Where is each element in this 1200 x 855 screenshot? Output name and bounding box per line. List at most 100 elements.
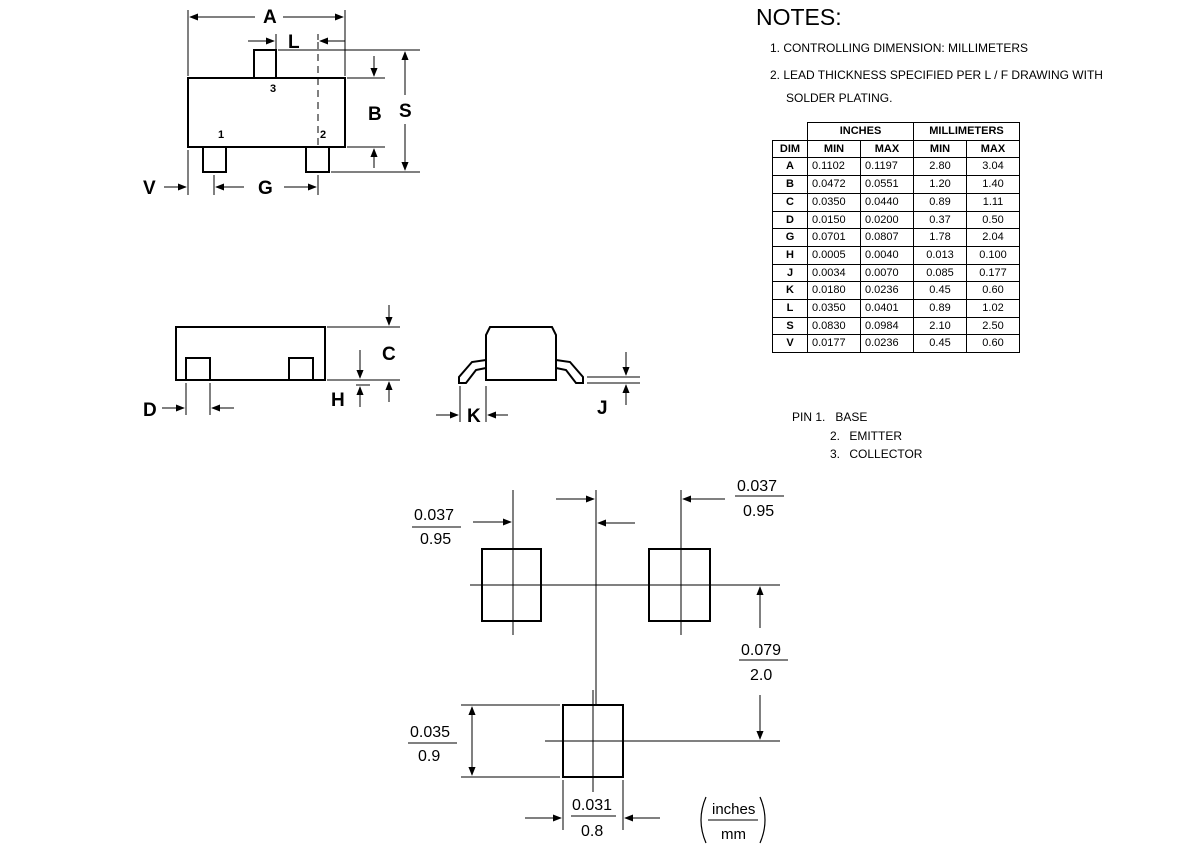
dim-cell: L [772, 299, 808, 318]
label-J: J [597, 398, 608, 419]
pad-width-inches: 0.037 [414, 507, 454, 524]
value-cell: 2.10 [913, 316, 967, 336]
value-cell: 0.0472 [807, 175, 861, 194]
top-view [164, 10, 420, 195]
note-2-continued: SOLDER PLATING. [786, 91, 893, 105]
value-cell: 0.0150 [807, 210, 861, 230]
notes-title: NOTES: [756, 4, 842, 30]
value-cell: 0.89 [913, 192, 967, 212]
pad-width-mm: 0.95 [420, 531, 451, 548]
value-cell: 0.0440 [860, 192, 914, 212]
pad-pitch-inches: 0.037 [737, 478, 777, 495]
dim-cell: A [772, 157, 808, 177]
table-column-header-row: DIM MIN MAX MIN MAX [772, 139, 1020, 159]
pin-label-1: 1 [218, 129, 224, 141]
units-key-bottom: mm [721, 826, 746, 843]
label-H: H [331, 390, 345, 411]
label-C: C [382, 344, 396, 365]
value-cell: 0.0040 [860, 245, 914, 265]
value-cell: 0.0701 [807, 228, 861, 247]
value-cell: 1.78 [913, 228, 967, 247]
pad-pitch-mm: 0.95 [743, 503, 774, 520]
pad-bottom-mm: 0.8 [581, 823, 603, 840]
dim-cell: H [772, 245, 808, 265]
col-header-dim: DIM [772, 139, 808, 159]
pin-list: PIN 1. BASE 2. EMITTER 3. COLLECTOR [792, 408, 922, 464]
value-cell: 0.177 [966, 263, 1020, 283]
dim-cell: C [772, 192, 808, 212]
pin-list-item: 2. EMITTER [829, 428, 903, 443]
value-cell: 0.50 [966, 210, 1020, 230]
group-header-inches: INCHES [807, 122, 914, 141]
value-cell: 0.0177 [807, 334, 861, 354]
lead-1 [202, 146, 227, 173]
side-body [175, 326, 326, 381]
value-cell: 0.0005 [807, 245, 861, 265]
col-header-mm-min: MIN [913, 139, 967, 159]
value-cell: 0.0236 [860, 281, 914, 301]
col-header-in-min: MIN [807, 139, 861, 159]
value-cell: 3.04 [966, 157, 1020, 177]
value-cell: 2.80 [913, 157, 967, 177]
value-cell: 0.0807 [860, 228, 914, 247]
pin-list-item: PIN 1. BASE [792, 410, 868, 424]
dimension-table: INCHES MILLIMETERS DIM MIN MAX MIN MAX A… [772, 122, 1020, 354]
lead-2 [305, 146, 330, 173]
row-spacing-mm: 2.0 [750, 667, 772, 684]
value-cell: 0.100 [966, 245, 1020, 265]
table-group-header-row: INCHES MILLIMETERS [772, 122, 1020, 141]
value-cell: 0.1102 [807, 157, 861, 177]
units-key-top: inches [712, 801, 755, 818]
value-cell: 0.0830 [807, 316, 861, 336]
col-header-mm-max: MAX [966, 139, 1020, 159]
dim-cell: V [772, 334, 808, 354]
pin-label-2: 2 [320, 129, 326, 141]
dim-cell: J [772, 263, 808, 283]
row-spacing-inches: 0.079 [741, 642, 781, 659]
value-cell: 0.0551 [860, 175, 914, 194]
label-G: G [258, 178, 273, 199]
value-cell: 0.0350 [807, 192, 861, 212]
note-1: 1. CONTROLLING DIMENSION: MILLIMETERS [770, 41, 1029, 55]
pin-list-item: 3. COLLECTOR [829, 447, 923, 461]
value-cell: 1.02 [966, 299, 1020, 318]
group-header-mm: MILLIMETERS [913, 122, 1020, 141]
value-cell: 0.0180 [807, 281, 861, 301]
dim-cell: G [772, 228, 808, 247]
dim-cell: S [772, 316, 808, 336]
end-view [436, 326, 640, 422]
value-cell: 1.20 [913, 175, 967, 194]
label-S: S [399, 101, 412, 122]
label-K: K [467, 406, 481, 427]
footprint [408, 490, 788, 844]
lead-3 [253, 49, 277, 79]
value-cell: 0.013 [913, 245, 967, 265]
label-B: B [368, 104, 382, 125]
label-V: V [143, 178, 156, 199]
pad-height-inches: 0.035 [410, 724, 450, 741]
pad-height-mm: 0.9 [418, 748, 440, 765]
value-cell: 0.1197 [860, 157, 914, 177]
value-cell: 0.0070 [860, 263, 914, 283]
value-cell: 0.0401 [860, 299, 914, 318]
value-cell: 0.0034 [807, 263, 861, 283]
value-cell: 0.0200 [860, 210, 914, 230]
col-header-in-max: MAX [860, 139, 914, 159]
pin-label-3: 3 [270, 83, 276, 95]
value-cell: 2.04 [966, 228, 1020, 247]
label-L: L [288, 32, 300, 53]
value-cell: 2.50 [966, 316, 1020, 336]
value-cell: 0.45 [913, 334, 967, 354]
